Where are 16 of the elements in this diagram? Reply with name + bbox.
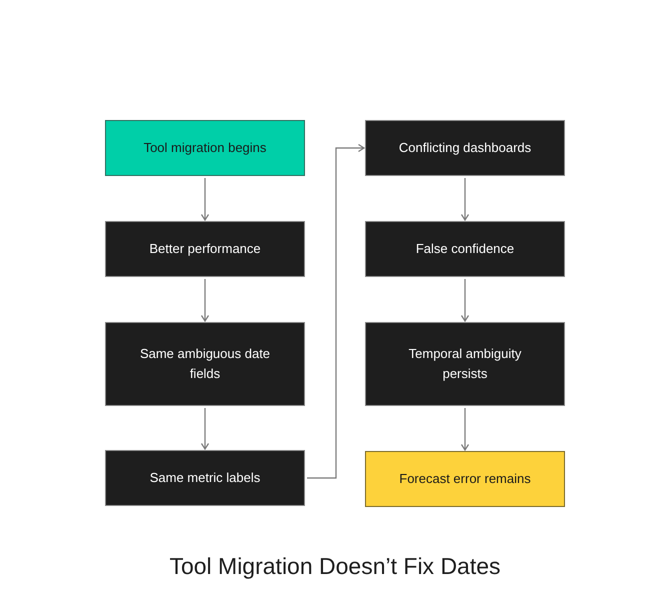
- process-box: Better performance: [105, 221, 305, 277]
- end-box: Forecast error remains: [365, 451, 565, 507]
- arrow: [460, 408, 470, 451]
- process-box: Temporal ambiguity persists: [365, 322, 565, 406]
- process-box: Conflicting dashboards: [365, 120, 565, 176]
- arrow: [460, 178, 470, 221]
- arrow: [460, 279, 470, 322]
- title: Tool Migration Doesn’t Fix Dates: [169, 552, 501, 581]
- arrow: [307, 144, 365, 479]
- process-box: Same ambiguous date fields: [105, 322, 305, 406]
- start-box: Tool migration begins: [105, 120, 305, 176]
- arrow: [200, 178, 210, 221]
- process-box: False confidence: [365, 221, 565, 277]
- process-box: Same metric labels: [105, 450, 305, 506]
- arrow: [200, 279, 210, 322]
- arrow: [200, 408, 210, 450]
